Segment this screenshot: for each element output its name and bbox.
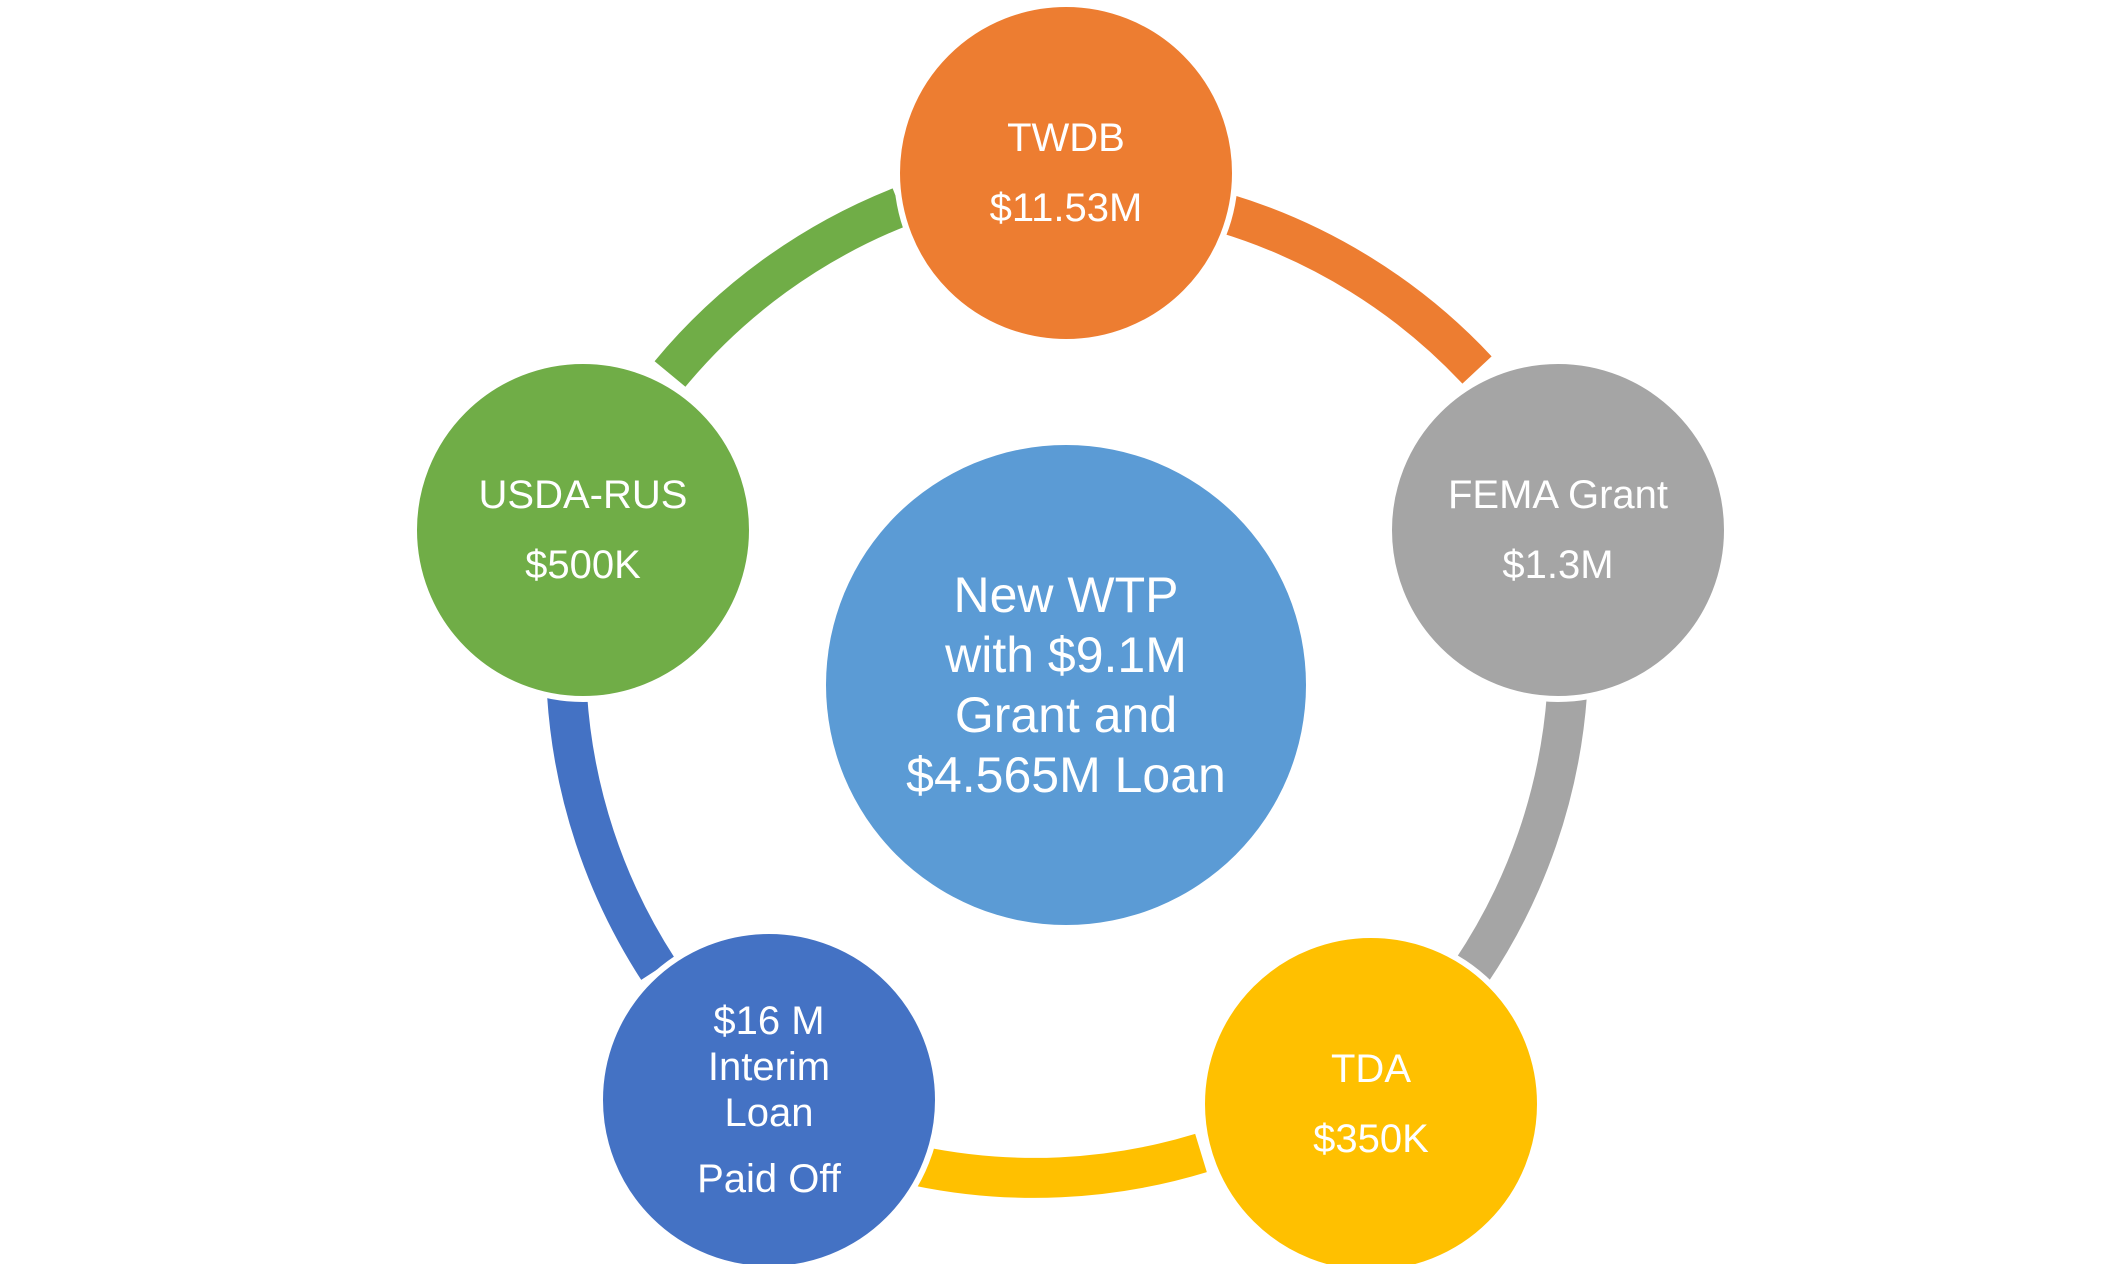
loan-word: Loan bbox=[724, 1091, 814, 1135]
arc-usda-to-twdb bbox=[654, 188, 908, 387]
tda-name: TDA bbox=[1331, 1047, 1411, 1091]
arc-twdb-to-fema bbox=[1218, 193, 1492, 384]
paid-off-status: Paid Off bbox=[697, 1157, 841, 1201]
arc-interim-to-usda bbox=[547, 692, 675, 980]
center-circle bbox=[826, 445, 1306, 925]
tda-label: TDA $350K bbox=[1221, 1034, 1521, 1174]
usda-label: USDA-RUS $500K bbox=[433, 460, 733, 600]
center-line-4: $4.565M Loan bbox=[906, 747, 1226, 803]
interim-loan-label: $16 M Interim Loan Paid Off bbox=[619, 985, 919, 1215]
twdb-amount: $11.53M bbox=[989, 186, 1143, 230]
fema-name: FEMA Grant bbox=[1447, 473, 1669, 517]
arc-fema-to-tda bbox=[1454, 692, 1587, 984]
tda-circle bbox=[1199, 932, 1543, 1264]
fema-amount: $1.3M bbox=[1502, 543, 1614, 587]
fema-label: FEMA Grant $1.3M bbox=[1408, 460, 1708, 600]
fema-circle bbox=[1386, 358, 1730, 702]
interim-word: Interim bbox=[707, 1045, 831, 1089]
interim-loan-circle bbox=[597, 928, 941, 1264]
center-line-1: New WTP bbox=[953, 567, 1179, 623]
usda-circle bbox=[411, 358, 755, 702]
interim-amount: $16 M bbox=[713, 999, 825, 1043]
center-line-3: Grant and bbox=[954, 687, 1178, 743]
usda-name: USDA-RUS bbox=[478, 473, 688, 517]
twdb-name: TWDB bbox=[1007, 116, 1125, 160]
twdb-label: TWDB $11.53M bbox=[916, 103, 1216, 243]
center-label: New WTP with $9.1M Grant and $4.565M Loa… bbox=[846, 545, 1286, 825]
usda-amount: $500K bbox=[525, 543, 641, 587]
tda-amount: $350K bbox=[1313, 1117, 1429, 1161]
arc-tda-to-interim bbox=[913, 1133, 1207, 1198]
center-line-2: with $9.1M bbox=[945, 627, 1187, 683]
twdb-circle bbox=[894, 1, 1238, 345]
